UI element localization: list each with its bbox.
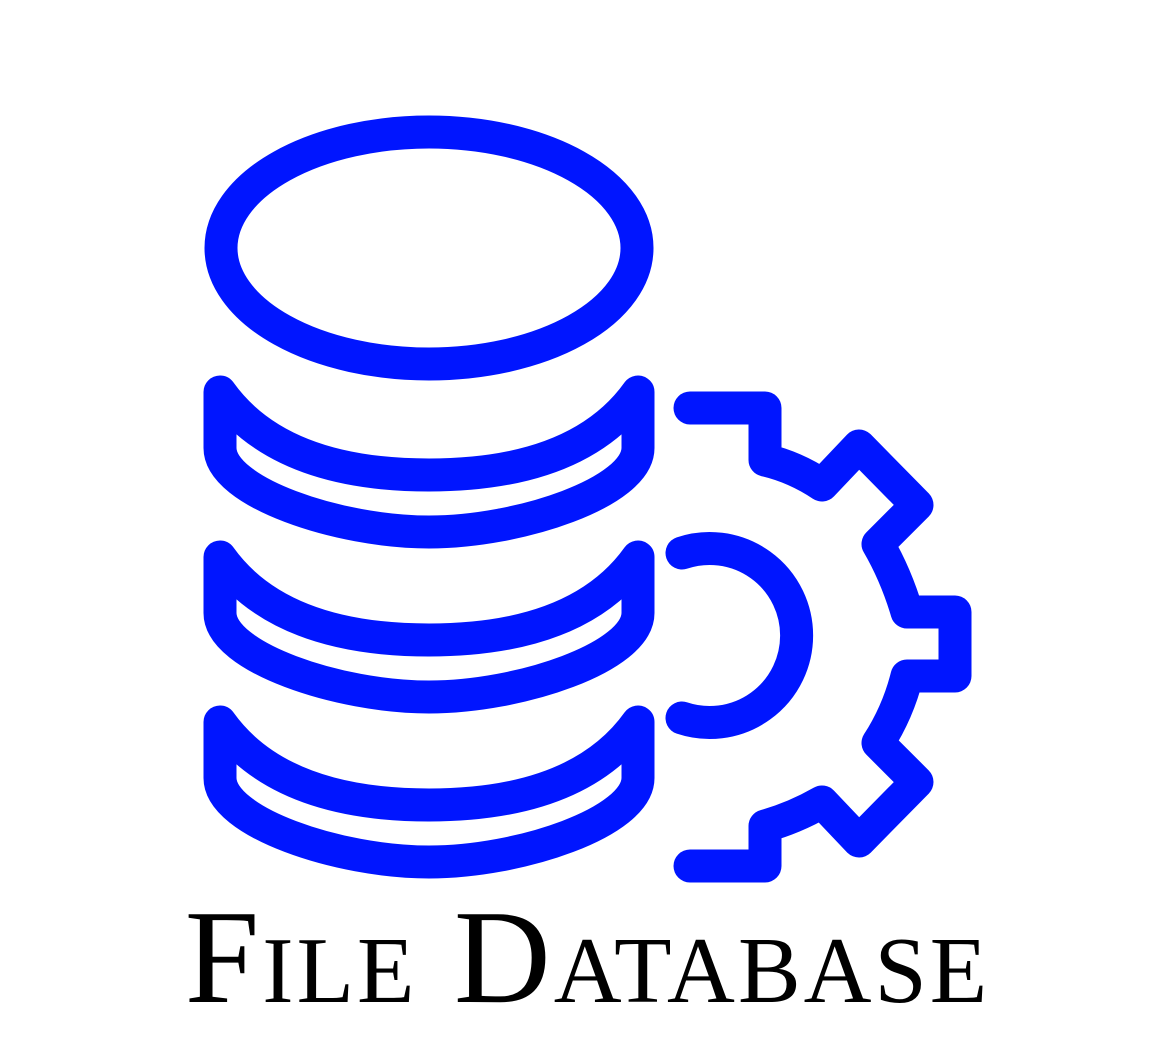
database-layer-2 — [203, 540, 655, 714]
database-layer-3 — [203, 705, 655, 879]
database-top-disk — [204, 115, 654, 381]
gear-inner-arc — [665, 532, 814, 739]
database-layer-1 — [203, 375, 655, 549]
logo-wordmark: File Database — [184, 883, 991, 1031]
gear-icon — [673, 391, 972, 883]
